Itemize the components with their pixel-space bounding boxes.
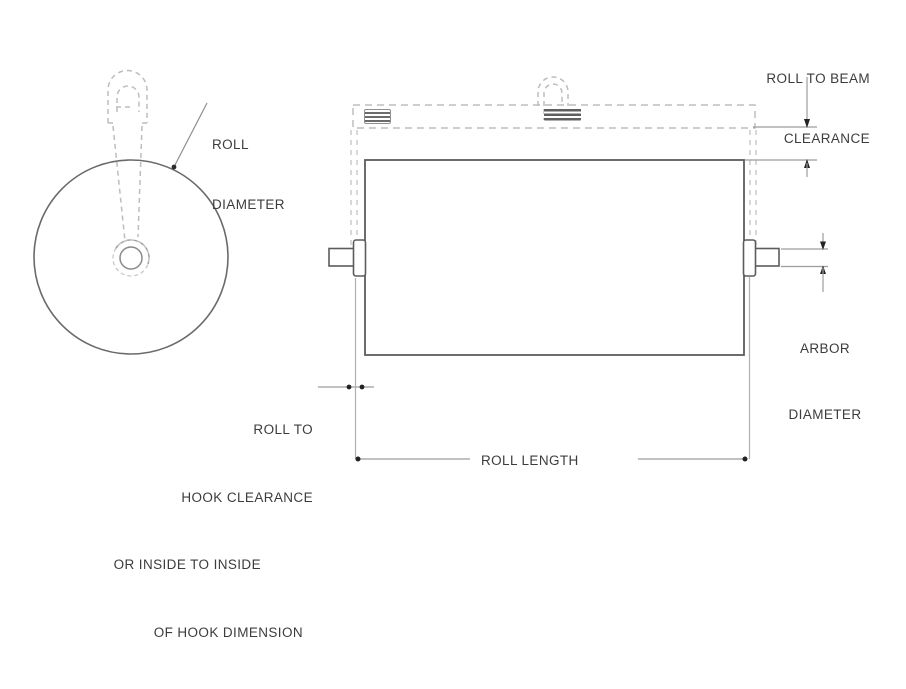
roll-diameter-line2: DIAMETER (212, 197, 285, 212)
beam-stamp-right (544, 107, 581, 121)
right-arbor (742, 239, 780, 277)
diagram-linework (33, 69, 828, 462)
roll-to-beam-clearance-label: ROLL TO BEAM CLEARANCE (670, 29, 870, 189)
roll-to-hook-line4: OF HOOK DIMENSION (153, 624, 303, 640)
roll-lifting-diagram: ROLL DIAMETER ROLL TO BEAM CLEARANCE ARB… (33, 29, 885, 640)
dim-roll-to-beam-clearance (745, 77, 817, 177)
roll-to-beam-line2: CLEARANCE (783, 131, 870, 146)
lifting-beam (352, 104, 756, 129)
roll-diameter-label: ROLL DIAMETER (212, 95, 285, 255)
roll-body (364, 159, 745, 356)
end-view (33, 69, 229, 355)
roll-to-beam-line1: ROLL TO BEAM (766, 71, 870, 86)
end-view-hook-icon (107, 69, 148, 242)
roll-circle (33, 159, 229, 355)
roll-to-hook-line2: HOOK CLEARANCE (181, 489, 313, 505)
arbor-diameter-line2: DIAMETER (788, 407, 862, 422)
left-arbor (328, 239, 367, 277)
hook-eye-hidden-circle (112, 239, 150, 277)
dim-arbor-diameter (781, 233, 828, 292)
arbor-diameter-label: ARBOR DIAMETER (765, 294, 885, 470)
dim-roll-length (355, 277, 751, 462)
roll-diameter-line1: ROLL (212, 137, 249, 152)
roll-to-hook-line3: OR INSIDE TO INSIDE (113, 557, 261, 572)
side-view (328, 76, 780, 356)
roll-length-label: ROLL LENGTH (481, 453, 579, 468)
arbor-diameter-line1: ARBOR (799, 341, 850, 356)
roll-diameter-leader (171, 102, 208, 170)
beam-stamp-left (364, 109, 391, 124)
dim-roll-to-hook-clearance (318, 278, 374, 459)
roll-to-hook-line1: ROLL TO (253, 422, 313, 437)
roll-to-hook-clearance-label: ROLL TO HOOK CLEARANCE OR INSIDE TO INSI… (43, 374, 313, 689)
arbor-hole (119, 246, 143, 270)
